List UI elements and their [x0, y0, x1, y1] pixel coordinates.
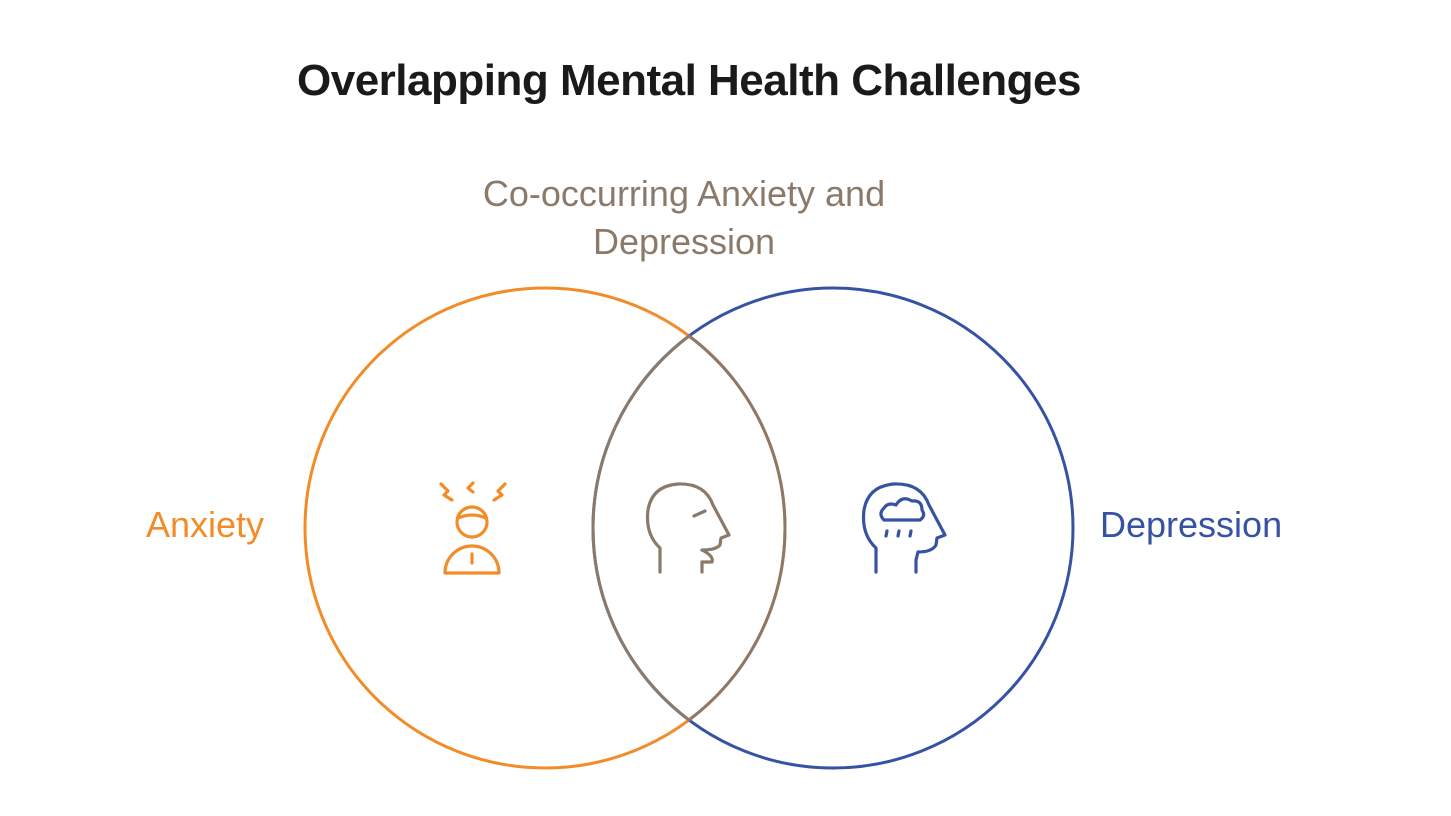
depression-circle [591, 286, 1075, 770]
anxiety-circle [303, 286, 787, 770]
intersection-outline [591, 334, 787, 722]
depression-label: Depression [1100, 504, 1283, 545]
diagram-title: Overlapping Mental Health Challenges [297, 56, 1081, 105]
anxiety-label: Anxiety [146, 504, 265, 545]
head-rain-cloud-icon [861, 482, 947, 574]
intersection-label-line2: Depression [592, 221, 776, 262]
intersection-label-line1: Co-occurring Anxiety and [482, 173, 886, 214]
head-profile-icon [645, 482, 731, 574]
stressed-person-icon [439, 481, 507, 575]
intersection-label: Co-occurring Anxiety and Depression [384, 170, 984, 266]
